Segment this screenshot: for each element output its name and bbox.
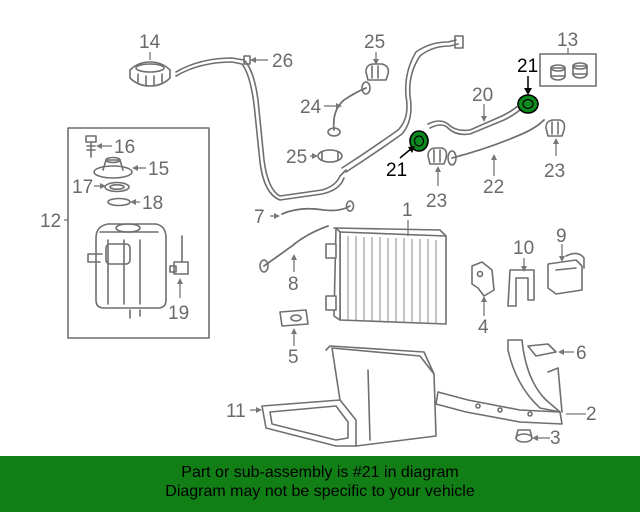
- radiator-carrier-part: [435, 339, 563, 425]
- level-sensor-part: [169, 235, 189, 275]
- callout-25-upper: 25: [364, 32, 385, 53]
- callout-4: 4: [478, 317, 489, 338]
- callout-7: 7: [254, 207, 265, 228]
- radiator-part: [325, 227, 447, 325]
- callout-1: 1: [402, 200, 413, 221]
- radiator-hose-upper-part: [327, 81, 371, 137]
- hose-clamp-upper-part: [365, 63, 390, 81]
- bracket-4-part: [471, 261, 495, 297]
- bypass-pipe-part: [427, 103, 523, 136]
- highlighted-clamp-21-right: [517, 94, 539, 114]
- callout-17: 17: [72, 177, 93, 198]
- hose-clamp-23-right: [545, 119, 566, 137]
- callout-10: 10: [513, 238, 534, 259]
- filler-cap-part: [129, 61, 171, 87]
- callout-21-left: 21: [386, 160, 407, 181]
- radiator-hose-lower-part: [447, 119, 545, 166]
- callout-2: 2: [586, 404, 597, 425]
- gasket-6-part: [527, 343, 557, 357]
- coolant-pipe-part: [341, 35, 464, 173]
- callout-9: 9: [556, 226, 567, 247]
- vent-line-part: [175, 55, 347, 201]
- grommet-3-part: [515, 429, 533, 443]
- leader-lines: [64, 48, 586, 441]
- radiator-hose-8-part: [259, 225, 329, 273]
- reservoir-cap-part: [93, 156, 133, 179]
- callout-20: 20: [472, 85, 493, 106]
- o-ring-part: [107, 197, 131, 207]
- callout-8: 8: [288, 274, 299, 295]
- info-banner: Part or sub-assembly is #21 in diagram D…: [0, 456, 640, 512]
- bracket-5-part: [279, 309, 309, 327]
- expansion-tank-part: [87, 223, 167, 319]
- seal-ring-part: [104, 181, 130, 193]
- bracket-9-part: [547, 252, 585, 295]
- air-duct-part: [261, 345, 437, 447]
- clamp-kit-box: [539, 53, 597, 87]
- callout-24: 24: [300, 97, 322, 118]
- callout-19: 19: [168, 303, 189, 324]
- callout-14: 14: [139, 32, 161, 53]
- callout-23-right: 23: [544, 161, 565, 182]
- reservoir-group-box: [67, 127, 210, 339]
- callout-22: 22: [483, 177, 504, 198]
- callout-26: 26: [272, 51, 293, 72]
- callout-18: 18: [142, 193, 163, 214]
- callout-11: 11: [226, 401, 246, 422]
- callout-16: 16: [114, 137, 135, 158]
- banner-line-disclaimer: Diagram may not be specific to your vehi…: [165, 483, 475, 500]
- bracket-10-part: [507, 269, 535, 307]
- small-hose-part: [281, 200, 355, 215]
- exploded-parts-diagram: 1 2 3 4 5 6 7 8 9 10 11 12 13 14 15 16 1…: [40, 30, 597, 449]
- callout-15: 15: [148, 159, 169, 180]
- callout-5: 5: [288, 347, 299, 368]
- bolt-part: [85, 135, 97, 158]
- callout-23-left: 23: [426, 191, 447, 212]
- callout-21-right: 21: [517, 56, 538, 77]
- highlighted-clamp-21-left: [409, 130, 429, 152]
- callout-3: 3: [550, 428, 561, 449]
- hose-clamp-lower-part: [317, 149, 343, 163]
- callout-13: 13: [557, 30, 578, 51]
- hose-clamp-23-left: [427, 147, 448, 165]
- callout-12: 12: [40, 211, 61, 232]
- callout-labels: 1 2 3 4 5 6 7 8 9 10 11 12 13 14 15 16 1…: [40, 30, 597, 449]
- callout-25-lower: 25: [286, 147, 307, 168]
- banner-line-part-number: Part or sub-assembly is #21 in diagram: [181, 464, 459, 481]
- callout-6: 6: [576, 343, 587, 364]
